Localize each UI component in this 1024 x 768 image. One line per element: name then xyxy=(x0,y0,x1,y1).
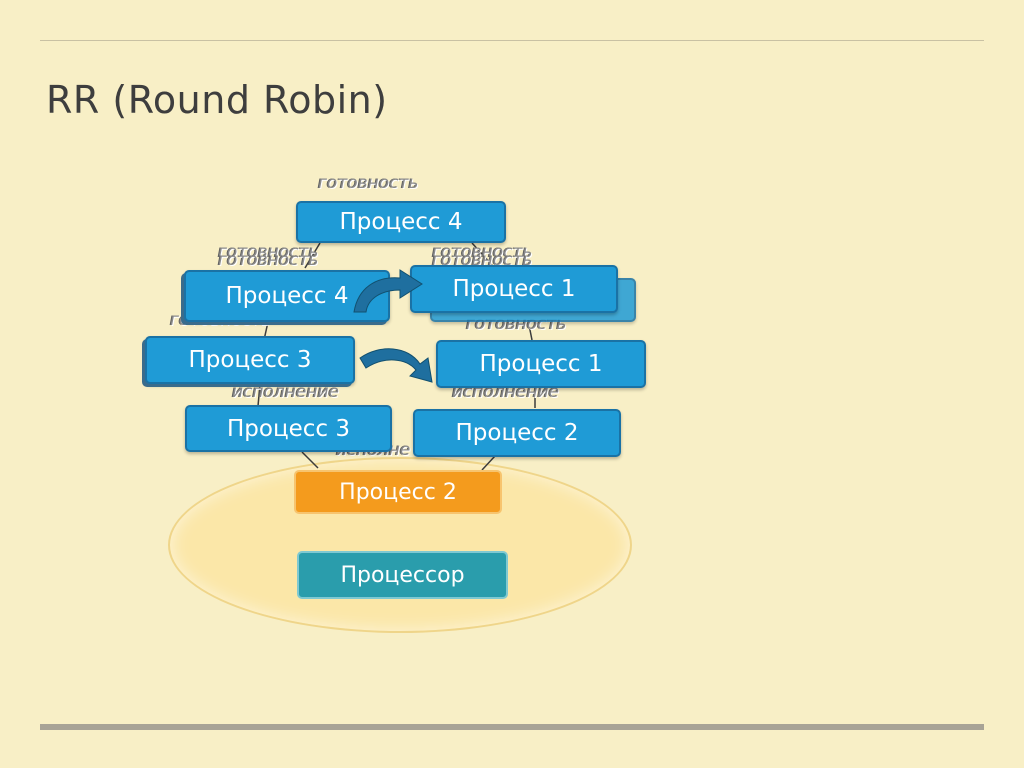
connector-line xyxy=(527,319,533,341)
process-4-box-left: Процесс 4 xyxy=(184,270,390,322)
process-4-box-top: Процесс 4 xyxy=(296,201,506,243)
process-1-box-upper: Процесс 1 xyxy=(410,265,618,313)
state-label-exec: исполнение xyxy=(232,382,339,402)
process-2-running-box: Процесс 2 xyxy=(294,470,502,514)
connector-line xyxy=(304,242,321,269)
state-label-ready: готовность xyxy=(318,173,419,193)
top-rule xyxy=(40,40,984,41)
process-3-box-mid: Процесс 3 xyxy=(145,336,355,384)
state-label-ready: готовность xyxy=(218,250,319,270)
connector-line xyxy=(481,455,496,471)
process-1-box-mid: Процесс 1 xyxy=(436,340,646,388)
connector-line xyxy=(257,383,261,407)
curved-arrow-icon xyxy=(359,348,433,383)
process-3-box-low: Процесс 3 xyxy=(185,405,392,452)
state-label-ready: готовность xyxy=(432,242,533,262)
slide-title: RR (Round Robin) xyxy=(46,78,388,122)
curved-arrow-icon xyxy=(353,269,423,313)
process-2-box-low: Процесс 2 xyxy=(413,409,621,457)
connector-line xyxy=(471,242,493,266)
bottom-rule xyxy=(40,724,984,730)
connector-line xyxy=(301,451,319,469)
cpu-box: Процессор xyxy=(297,551,508,599)
state-label-ready: готовность xyxy=(218,242,319,262)
